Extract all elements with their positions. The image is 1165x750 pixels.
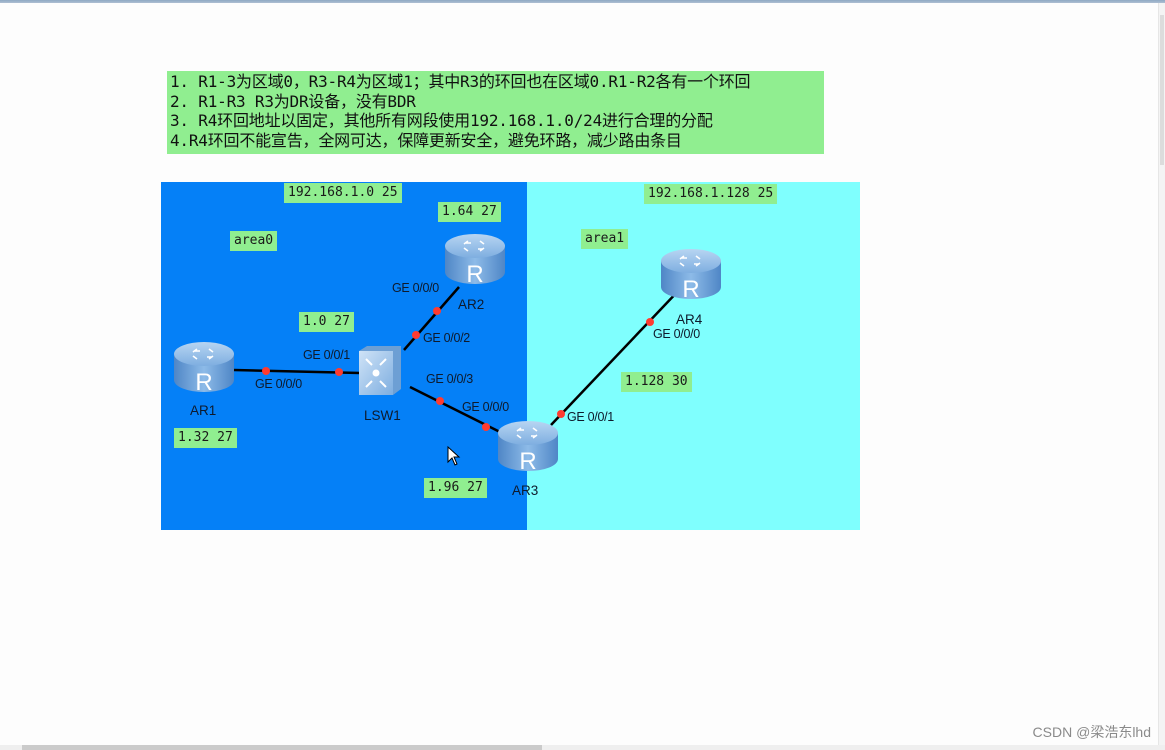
window-top-border [0,0,1165,3]
lsw1-name: LSW1 [364,408,401,423]
area0-subnet-label: 192.168.1.0 25 [284,183,402,203]
svg-text:R: R [519,448,536,473]
switch-lsw1[interactable] [357,345,403,404]
ar3-subnet-label: 1.96 27 [424,478,487,498]
router-icon: R [174,342,234,396]
requirement-3: 3. R4环回地址以固定，其他所有网段使用192.168.1.0/24进行合理的… [170,111,713,130]
ar3-port-g001: GE 0/0/1 [567,410,614,424]
ar3-port-g000: GE 0/0/0 [462,400,509,414]
requirement-1: 1. R1-3为区域0，R3-R4为区域1；其中R3的环回也在区域0.R1-R2… [170,72,751,91]
area0-label: area0 [230,231,278,251]
svg-text:R: R [682,276,699,301]
requirements-note: 1. R1-3为区域0，R3-R4为区域1；其中R3的环回也在区域0.R1-R2… [167,71,824,154]
area1-region[interactable] [527,182,860,530]
vertical-scrollbar[interactable] [1158,3,1165,745]
ar3-name: AR3 [512,483,539,498]
lsw-subnet-label: 1.0 27 [299,312,354,332]
ar4-name: AR4 [676,312,703,327]
ar2-subnet-label: 1.64 27 [438,202,501,222]
router-ar1[interactable]: R [173,340,235,399]
lsw-port-g002: GE 0/0/2 [423,331,470,345]
watermark: CSDN @梁浩东lhd [1032,724,1151,740]
switch-icon [359,346,401,395]
ar3-ar4-subnet-label: 1.128 30 [621,372,692,392]
requirement-4: 4.R4环回不能宣告，全网可达，保障更新安全，避免环路，减少路由条目 [170,130,682,150]
svg-text:R: R [466,261,483,286]
vertical-scroll-thumb[interactable] [1160,15,1164,165]
requirement-2: 2. R1-R3 R3为DR设备，没有BDR [170,91,416,111]
router-icon: R [498,421,558,475]
horizontal-scrollbar[interactable] [0,745,1165,750]
router-icon: R [445,234,505,288]
router-ar3[interactable]: R [497,419,559,478]
ar1-subnet-label: 1.32 27 [174,428,237,448]
ar4-port-g000: GE 0/0/0 [653,327,700,341]
svg-text:R: R [195,369,212,394]
area1-subnet-label: 192.168.1.128 25 [644,184,778,204]
mouse-cursor-icon [447,446,461,466]
area1-label: area1 [581,229,629,249]
ar2-port-g000: GE 0/0/0 [392,281,439,295]
router-icon: R [661,249,721,303]
router-ar2[interactable]: R [444,232,506,291]
ar1-name: AR1 [190,403,217,418]
horizontal-scroll-thumb[interactable] [22,745,542,750]
ar2-name: AR2 [458,297,485,312]
lsw-port-g003: GE 0/0/3 [426,372,473,386]
router-ar4[interactable]: R [660,247,722,306]
lsw-port-g001: GE 0/0/1 [303,348,350,362]
ar1-port-g000: GE 0/0/0 [255,377,302,391]
